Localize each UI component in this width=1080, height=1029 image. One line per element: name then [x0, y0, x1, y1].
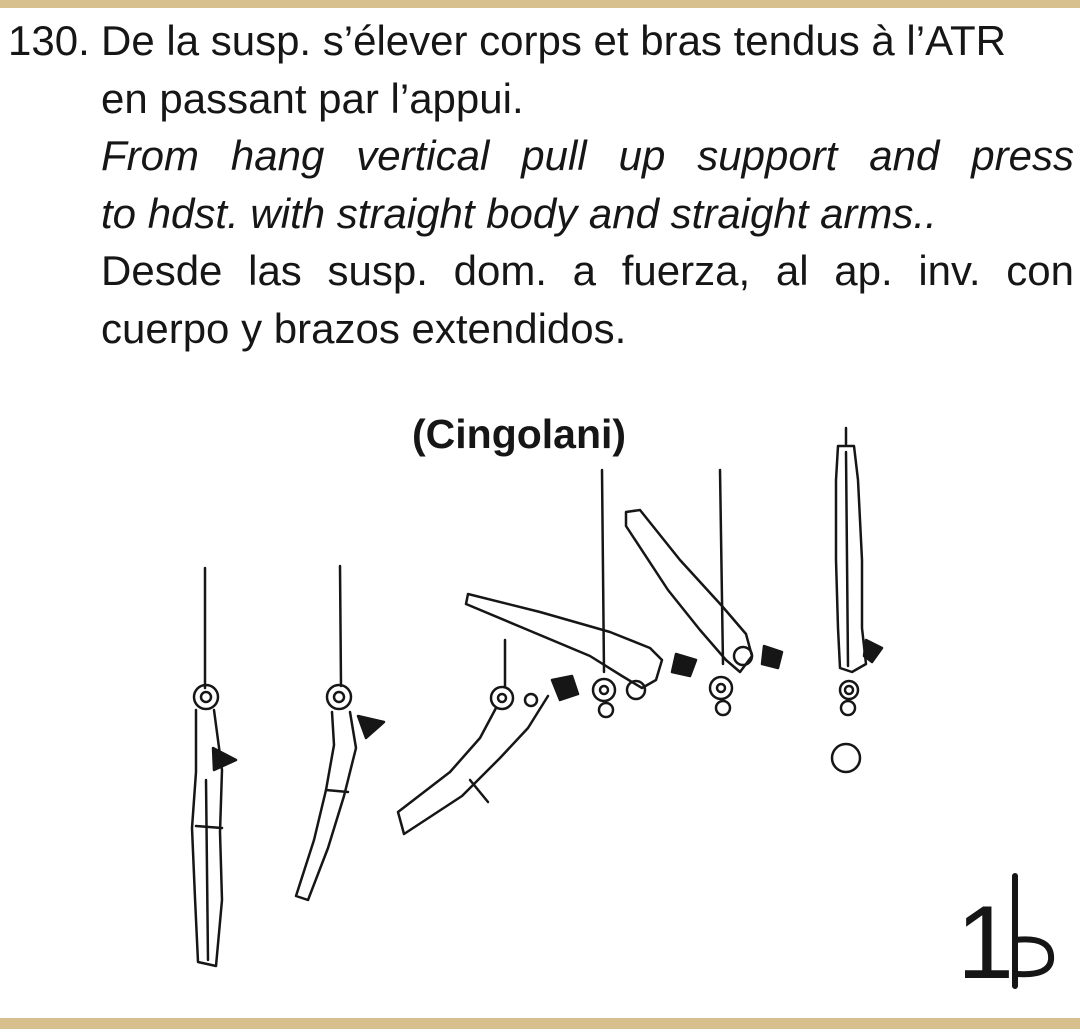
- bottom-frame-border: [0, 1018, 1080, 1029]
- french-line-1: 130. De la susp. s’élever corps et bras …: [8, 12, 1074, 70]
- french-description-1: De la susp. s’élever corps et bras tendu…: [101, 12, 1006, 70]
- stick-figure-hang: [192, 568, 236, 966]
- entry-number: 130.: [8, 12, 90, 70]
- spanish-line-1: Desde las susp. dom. a fuerza, al ap. in…: [8, 242, 1074, 300]
- b-glyph-bowl: [1015, 939, 1051, 974]
- spanish-description-1: Desde las susp. dom. a fuerza, al ap. in…: [101, 242, 1074, 300]
- french-description-2: en passant par l’appui.: [101, 70, 524, 128]
- stick-figure-support: [466, 470, 696, 717]
- spanish-line-2: cuerpo y brazos extendidos.: [8, 300, 1074, 358]
- stick-figure-pull: [296, 566, 384, 900]
- stick-figure-swing: [398, 640, 578, 834]
- skill-illustration: [0, 420, 1080, 1018]
- french-line-2: en passant par l’appui.: [8, 70, 1074, 128]
- spanish-description-2: cuerpo y brazos extendidos.: [101, 300, 626, 358]
- english-description-1: From hang vertical pull up support and p…: [101, 127, 1074, 185]
- english-description-2: to hdst. with straight body and straight…: [101, 185, 937, 243]
- difficulty-symbol-digit: 1: [965, 885, 1014, 992]
- stick-figure-handstand: [832, 428, 882, 772]
- skill-entry: 130. De la susp. s’élever corps et bras …: [8, 12, 1074, 357]
- english-line-1: From hang vertical pull up support and p…: [8, 127, 1074, 185]
- stick-figure-press: [626, 470, 782, 715]
- english-line-2: to hdst. with straight body and straight…: [8, 185, 1074, 243]
- top-frame-border: [0, 0, 1080, 8]
- difficulty-value-symbol: 1: [965, 872, 1065, 992]
